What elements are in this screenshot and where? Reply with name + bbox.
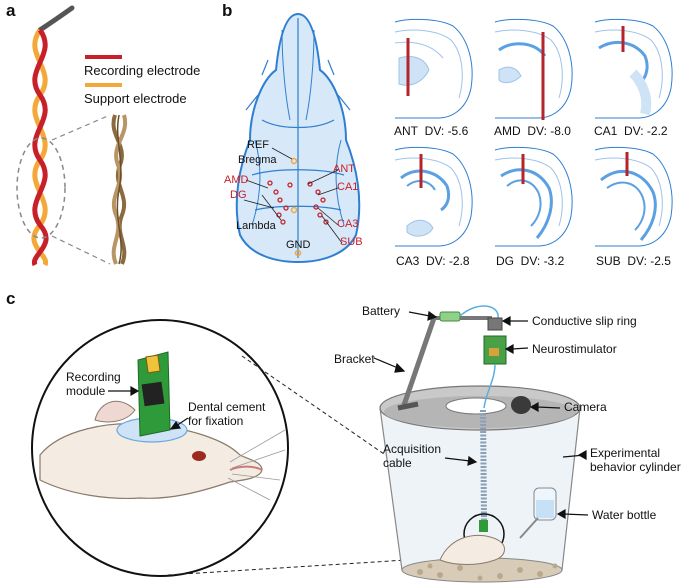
section-ca3	[394, 146, 473, 247]
bracket	[401, 317, 437, 406]
neurostimulator-label: Neurostimulator	[532, 342, 617, 356]
section-amd-caption: AMD DV: -8.0	[494, 124, 571, 138]
section-ant-caption: ANT DV: -5.6	[394, 124, 469, 138]
dental-cement-label: Dental cement for fixation	[188, 400, 266, 428]
panel-a-label: a	[6, 1, 16, 20]
brain-sections	[394, 18, 673, 247]
section-sub	[594, 146, 673, 247]
support-electrode-label: Support electrode	[84, 91, 187, 106]
behavior-apparatus	[373, 305, 589, 583]
section-ca3-caption: CA3 DV: -2.8	[396, 254, 470, 268]
recording-electrode-label: Recording electrode	[84, 63, 201, 78]
bregma-point	[290, 157, 298, 165]
section-ant	[394, 18, 473, 119]
gnd-point	[294, 249, 302, 257]
panel-c-label: c	[6, 289, 16, 308]
region-ant-label: ANT	[333, 163, 355, 175]
skull-illustration	[235, 12, 361, 264]
region-dg-label: DG	[230, 189, 247, 201]
slip-ring	[487, 317, 503, 331]
camera	[511, 396, 531, 414]
rat-closeup	[31, 319, 471, 577]
electrode-holes	[267, 180, 329, 225]
section-dg	[494, 146, 573, 247]
gnd-label: GND	[286, 239, 311, 251]
acquisition-cable-label: Acquisition cable	[383, 442, 442, 470]
region-ca3-label: CA3	[337, 218, 359, 230]
section-dg-caption: DG DV: -3.2	[496, 254, 565, 268]
magnified-wire	[111, 114, 128, 265]
section-ca1	[594, 18, 673, 119]
panel-a-graphics	[16, 5, 128, 267]
battery-label: Battery	[362, 304, 401, 318]
ref-label: REF	[247, 139, 269, 151]
acquisition-cable	[480, 409, 487, 521]
region-ca1-label: CA1	[337, 181, 359, 193]
slip-ring-label: Conductive slip ring	[532, 314, 637, 328]
lambda-point	[290, 206, 298, 214]
region-sub-label: SUB	[340, 236, 363, 248]
section-amd	[494, 18, 573, 120]
section-ca1-caption: CA1 DV: -2.2	[594, 124, 668, 138]
cylinder-label: Experimental behavior cylinder	[590, 446, 681, 474]
region-amd-label: AMD	[224, 174, 249, 186]
panel-b-label: b	[222, 1, 233, 20]
battery	[439, 311, 461, 322]
water-bottle	[519, 487, 557, 539]
lambda-label: Lambda	[236, 220, 276, 232]
recording-module-label: Recording module	[66, 370, 121, 398]
recording-electrode-wire	[31, 28, 49, 267]
zoom-ellipse	[16, 137, 66, 239]
bracket-label: Bracket	[334, 352, 375, 366]
recording-module-board	[137, 351, 171, 437]
section-sub-caption: SUB DV: -2.5	[596, 254, 671, 268]
rat-eye	[192, 451, 206, 461]
water-bottle-label: Water bottle	[592, 508, 657, 522]
bregma-label: Bregma	[238, 154, 277, 166]
camera-label: Camera	[564, 400, 607, 414]
